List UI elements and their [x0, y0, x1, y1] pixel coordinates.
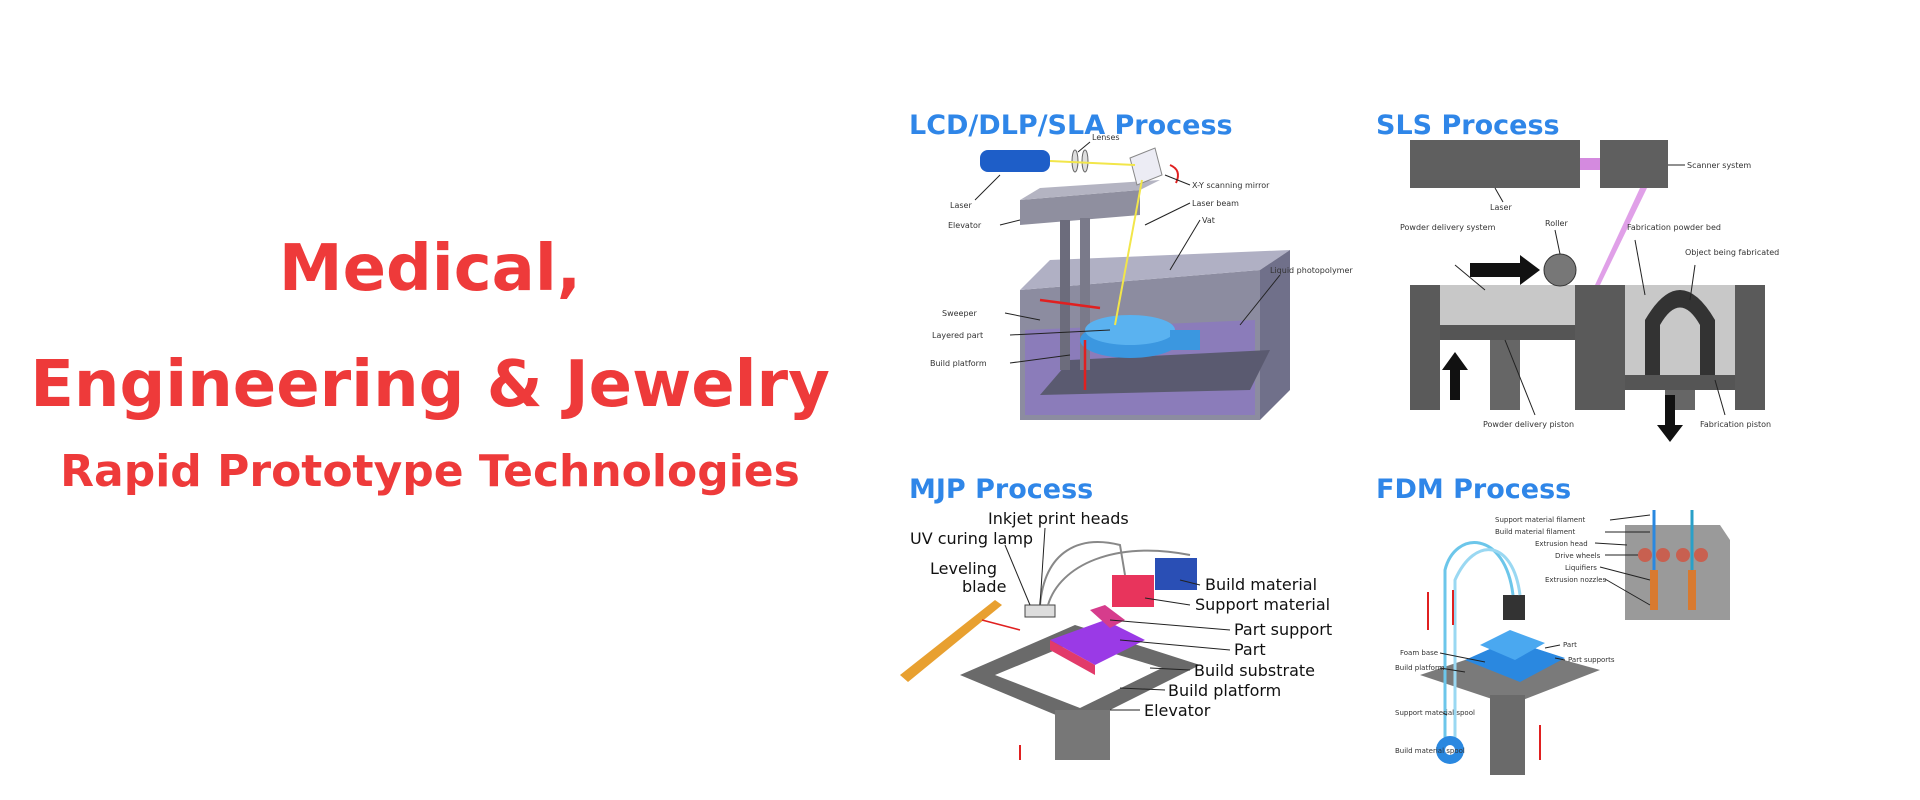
- label-laser: Laser: [950, 201, 972, 210]
- headline-rapid-prototype: Rapid Prototype Technologies: [60, 446, 800, 497]
- foam-base-part: [1465, 640, 1565, 682]
- liquifier-icon: [1688, 570, 1696, 610]
- label-support-filament: Support material filament: [1495, 516, 1586, 524]
- headline-engineering-jewelry: Engineering & Jewelry: [30, 348, 830, 422]
- label-laser: Laser: [1490, 203, 1512, 212]
- liquifier-icon: [1650, 570, 1658, 610]
- lens-icon: [1071, 149, 1079, 173]
- label-elevator: Elevator: [948, 221, 982, 230]
- label-powder-piston: Powder delivery piston: [1483, 420, 1574, 429]
- fdm-process-title: FDM Process: [1376, 474, 1572, 505]
- elevator-illustration: [1020, 180, 1160, 370]
- platform-column: [1490, 695, 1525, 775]
- laser-beam-line: [1580, 158, 1600, 170]
- label-layered-part: Layered part: [932, 331, 983, 340]
- lcd-process-diagram: Lenses Laser X-Y scanning mirror Laser b…: [930, 133, 1353, 420]
- layered-part-illustration: [1080, 315, 1200, 358]
- build-filament-line: [1443, 541, 1515, 740]
- material-tube: [1047, 549, 1191, 606]
- scanning-mirror: [1129, 147, 1163, 186]
- label-liquid-photopolymer: Liquid photopolymer: [1270, 266, 1353, 275]
- laser-beam-line: [1049, 160, 1136, 166]
- label-part: Part: [1234, 640, 1266, 659]
- sls-process-title: SLS Process: [1376, 110, 1560, 141]
- label-object-fabricated: Object being fabricated: [1685, 248, 1779, 257]
- blade-direction-arrow: [981, 619, 1021, 631]
- label-build-platform: Build platform: [1395, 664, 1445, 672]
- build-material-cartridge: [1155, 558, 1197, 590]
- fabrication-down-arrow: [1657, 395, 1683, 442]
- fdm-process-diagram: Support material filament Build material…: [1395, 510, 1730, 775]
- headline-medical: Medical,: [278, 232, 582, 306]
- label-powder-delivery: Powder delivery system: [1400, 223, 1496, 232]
- label-build-platform: Build platform: [930, 359, 987, 368]
- label-foam-base: Foam base: [1400, 649, 1438, 657]
- label-scanner-system: Scanner system: [1687, 161, 1751, 170]
- label-inkjet-heads: Inkjet print heads: [988, 509, 1129, 528]
- print-head-icon: [1024, 604, 1056, 618]
- scanner-block: [1600, 140, 1668, 188]
- label-build-platform: Build platform: [1168, 681, 1281, 700]
- drive-wheel-icon: [1694, 548, 1708, 562]
- part-support-illustration: [1090, 605, 1125, 628]
- label-build-substrate: Build substrate: [1194, 661, 1315, 680]
- build-substrate-area: [995, 642, 1162, 708]
- label-drive-wheels: Drive wheels: [1555, 552, 1601, 560]
- laser-block: [1410, 140, 1580, 188]
- spool-hub: [1445, 745, 1455, 755]
- sweeper-arrow: [1039, 298, 1101, 310]
- elevator-illustration: [1055, 710, 1110, 760]
- label-blade: blade: [962, 577, 1006, 596]
- support-material-cartridge: [1112, 575, 1154, 607]
- extrusion-head-detail: [1625, 525, 1730, 620]
- label-fabrication-piston: Fabrication piston: [1700, 420, 1771, 429]
- label-elevator: Elevator: [1144, 701, 1211, 720]
- support-filament-line: [1453, 548, 1522, 740]
- laser-beam-line: [1595, 188, 1647, 285]
- mjp-process-diagram: Inkjet print heads UV curing lamp Leveli…: [900, 509, 1332, 760]
- drive-wheel-icon: [1638, 548, 1652, 562]
- laser-beam-line: [1114, 179, 1143, 326]
- lcd-process-title: LCD/DLP/SLA Process: [909, 110, 1233, 141]
- laser-cylinder: [980, 150, 1050, 172]
- label-support-material: Support material: [1195, 595, 1330, 614]
- sls-process-diagram: Scanner system Laser Powder delivery sys…: [1400, 140, 1779, 442]
- drive-wheel-icon: [1676, 548, 1690, 562]
- label-part: Part: [1563, 641, 1577, 649]
- part-illustration: [1480, 630, 1545, 660]
- label-lenses: Lenses: [1092, 133, 1120, 142]
- label-laser-beam: Laser beam: [1192, 199, 1239, 208]
- label-build-spool: Build material spool: [1395, 747, 1465, 755]
- label-fabrication-bed: Fabrication powder bed: [1627, 223, 1721, 232]
- part-support-illustration: [1050, 640, 1095, 675]
- mjp-process-title: MJP Process: [909, 474, 1094, 505]
- label-roller: Roller: [1545, 219, 1568, 228]
- label-liquifiers: Liquifiers: [1565, 564, 1597, 572]
- extrusion-head-block: [1503, 595, 1525, 620]
- lens-icon: [1081, 149, 1089, 173]
- material-tube: [1039, 541, 1126, 606]
- label-build-filament: Build material filament: [1495, 528, 1575, 536]
- label-vat: Vat: [1202, 216, 1215, 225]
- label-extrusion-nozzles: Extrusion nozzles: [1545, 576, 1606, 584]
- label-part-support: Part support: [1234, 620, 1332, 639]
- label-build-material: Build material: [1205, 575, 1317, 594]
- part-illustration: [1050, 620, 1145, 665]
- label-support-spool: Support material spool: [1395, 709, 1475, 717]
- label-sweeper: Sweeper: [942, 309, 977, 318]
- label-extrusion-head: Extrusion head: [1535, 540, 1588, 548]
- roller-illustration: [1543, 253, 1577, 287]
- drive-wheel-icon: [1656, 548, 1670, 562]
- fabrication-chamber: [1625, 285, 1765, 410]
- leveling-blade-illustration: [900, 600, 1002, 682]
- label-leveling: Leveling: [930, 559, 997, 578]
- powder-up-arrow: [1442, 352, 1468, 400]
- label-part-supports: Part supports: [1568, 656, 1615, 664]
- mirror-rotate-arrow: [1169, 164, 1179, 184]
- label-uv-lamp: UV curing lamp: [910, 529, 1033, 548]
- roller-direction-arrow: [1470, 255, 1540, 285]
- powder-chamber: [1410, 285, 1625, 410]
- label-xy-mirror: X-Y scanning mirror: [1192, 181, 1270, 190]
